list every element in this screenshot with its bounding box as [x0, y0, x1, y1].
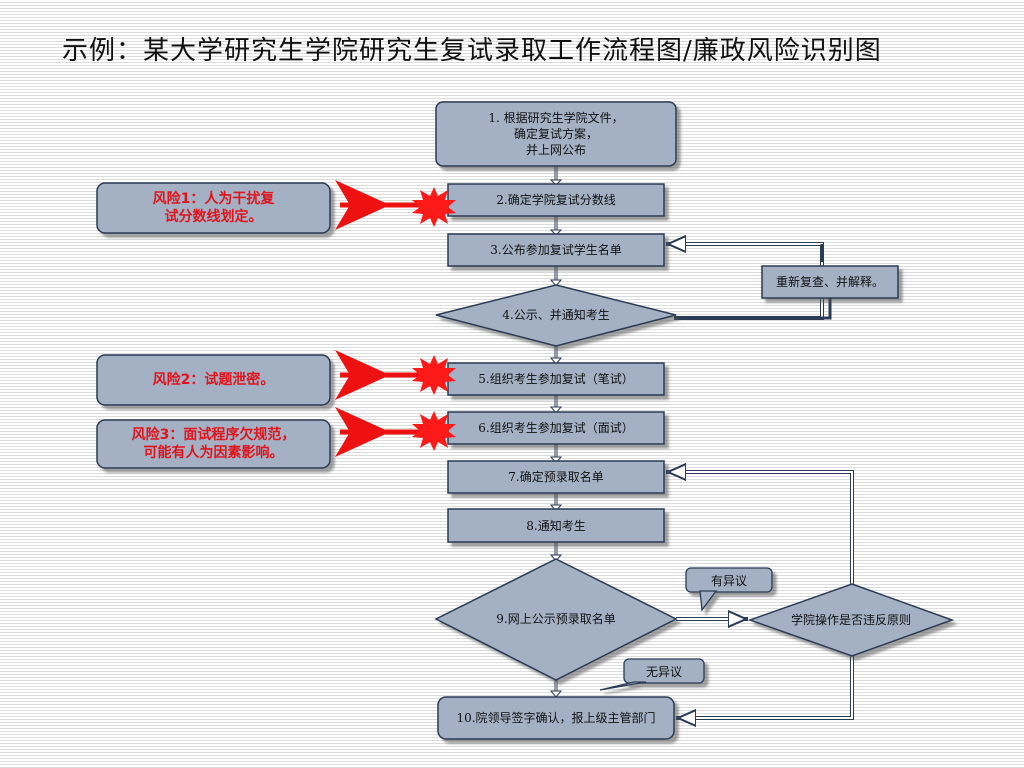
burst-icon-1: [412, 187, 456, 227]
step-2-box: [447, 183, 665, 217]
step-4-diamond: [435, 284, 677, 347]
step-6-label: 6.组织考生参加复试（面试）: [478, 421, 634, 435]
risk-bursts: [412, 187, 456, 451]
decision-diamond: [747, 583, 955, 657]
risk-1-box: [96, 182, 331, 234]
step-9-label: 9.网上公示预录取名单: [496, 612, 616, 626]
step-4-label: 4.公示、并通知考生: [502, 308, 610, 322]
risk-3-label: 风险3：面试程序欠规范， 可能有人为因素影响。: [131, 427, 296, 461]
step-5-label: 5.组织考生参加复试（笔试）: [478, 372, 634, 386]
risk-arrows: [335, 180, 420, 457]
page-title: 示例：某大学研究生学院研究生复试录取工作流程图/廉政风险识别图: [62, 36, 882, 66]
no-objection-label: 无异议: [645, 664, 682, 679]
risk-3-box: [96, 419, 331, 469]
risk-2-label: 风险2：试题泄密。: [152, 372, 275, 388]
burst-icon-2: [412, 355, 456, 395]
step-10-box: [437, 696, 675, 740]
step-8-label: 8.通知考生: [526, 518, 586, 533]
risk-1-label: 风险1：人为干扰复 试分数线划定。: [152, 191, 275, 225]
objection-callout: [685, 567, 773, 612]
step-9-diamond: [434, 558, 678, 681]
decision-loop: [666, 472, 854, 718]
burst-icon-3: [412, 411, 456, 451]
step-3-box: [447, 233, 665, 267]
decision-label: 学院操作是否违反原则: [790, 613, 911, 627]
step-7-label: 7.确定预录取名单: [508, 470, 604, 484]
review-label: 重新复查、并解释。: [775, 275, 884, 289]
risk-2-box: [96, 354, 331, 406]
review-box: [761, 265, 899, 299]
step-10-label: 10.院领导签字确认，报上级主管部门: [456, 711, 656, 725]
step-3-label: 3.公布参加复试学生名单: [490, 243, 622, 257]
step-7-box: [447, 460, 665, 494]
objection-label: 有异议: [710, 573, 747, 588]
step-8-box: [447, 508, 665, 543]
step-2-label: 2.确定学院复试分数线: [496, 193, 616, 207]
no-objection-callout: [599, 658, 705, 691]
step-1-label: 1. 根据研究生学院文件， 确定复试方案， 并上网公布: [488, 111, 624, 157]
step-1-box: [435, 101, 677, 167]
step-5-box: [447, 362, 665, 396]
